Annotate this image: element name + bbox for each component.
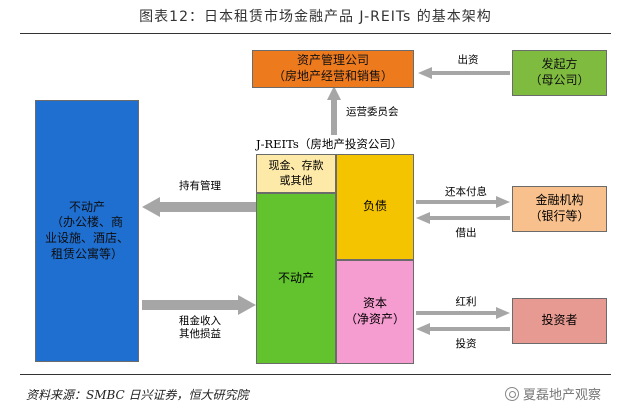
page-title: 图表12：日本租赁市场金融产品 J-REITs 的基本架构 xyxy=(139,9,492,25)
watermark-text: 夏磊地产观察 xyxy=(523,388,602,403)
label-repay-interest: 还本付息 xyxy=(445,186,487,198)
arrow-borrowing xyxy=(416,212,510,224)
cash-box: 现金、存款 或其他 xyxy=(256,154,336,193)
title-rule xyxy=(20,33,611,34)
liabilities-box: 负债 xyxy=(336,154,414,260)
footer-rule xyxy=(20,374,611,375)
label-rental-income: 租金收入 其他损益 xyxy=(179,315,221,341)
arrow-funding xyxy=(418,67,510,79)
reit-caption: J-REITs（房地产投资公司） xyxy=(256,137,403,151)
source-note: 资料来源：SMBC 日兴证券，恒大研究院 xyxy=(26,388,249,402)
arrow-operation-committee xyxy=(327,86,341,135)
asset-manager-box: 资产管理公司 （房地产经营和销售） xyxy=(252,50,414,88)
label-borrowing: 借出 xyxy=(455,227,477,239)
watermark: 夏磊地产观察 xyxy=(505,384,601,403)
wechat-icon xyxy=(505,386,519,401)
label-funding: 出资 xyxy=(457,54,479,66)
arrow-rental-income xyxy=(142,295,256,315)
external-real-estate-box: 不动产 （办公楼、商 业设施、酒店、 租赁公寓等） xyxy=(35,100,139,362)
label-dividend: 红利 xyxy=(455,296,477,308)
arrow-holding-management xyxy=(142,197,256,217)
sponsor-box: 发起方 （母公司） xyxy=(512,50,607,96)
reit-real-estate-box: 不动产 xyxy=(256,193,336,364)
label-operation-committee: 运营委员会 xyxy=(346,106,399,118)
equity-box: 资本 （净资产） xyxy=(336,260,414,364)
financial-institution-box: 金融机构 （银行等） xyxy=(512,186,607,232)
label-investment: 投资 xyxy=(455,338,477,350)
arrow-repay-interest xyxy=(416,196,510,208)
arrow-dividend xyxy=(416,307,510,319)
label-holding-management: 持有管理 xyxy=(179,180,221,192)
arrow-investment xyxy=(416,323,510,335)
investors-box: 投资者 xyxy=(512,298,607,344)
